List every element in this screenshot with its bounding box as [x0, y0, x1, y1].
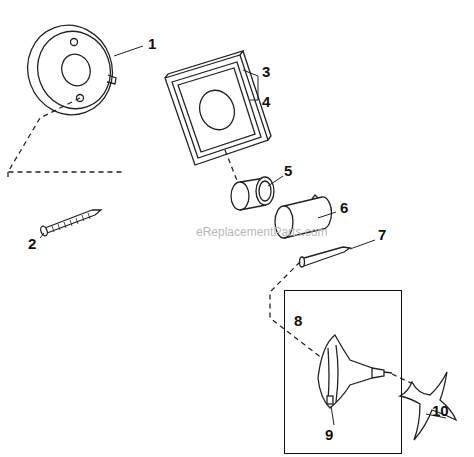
- escutcheon: [15, 13, 125, 126]
- cross-handle: [400, 372, 456, 440]
- screw: [39, 210, 101, 237]
- small-screw: [300, 247, 351, 267]
- callout-number: 7: [378, 227, 386, 242]
- callout-number: 1: [148, 36, 156, 51]
- callout-number: 4: [262, 94, 270, 109]
- leader-line: [40, 46, 446, 425]
- kit-box: 89: [284, 290, 402, 454]
- set-screw: [327, 396, 333, 404]
- sleeve-ring: [231, 177, 274, 210]
- callout-number: 6: [340, 200, 348, 215]
- handle-base: [318, 335, 392, 408]
- trim-plate: [165, 51, 271, 165]
- callout-number: 3: [262, 64, 270, 79]
- callout-number: 8: [294, 313, 302, 328]
- callout-number: 9: [325, 427, 333, 442]
- callout-number: 10: [432, 403, 449, 418]
- callout-number: 2: [28, 236, 36, 251]
- watermark: eReplacementParts.com: [196, 226, 327, 238]
- callout-number: 5: [284, 163, 292, 178]
- assembly-line: [8, 98, 125, 172]
